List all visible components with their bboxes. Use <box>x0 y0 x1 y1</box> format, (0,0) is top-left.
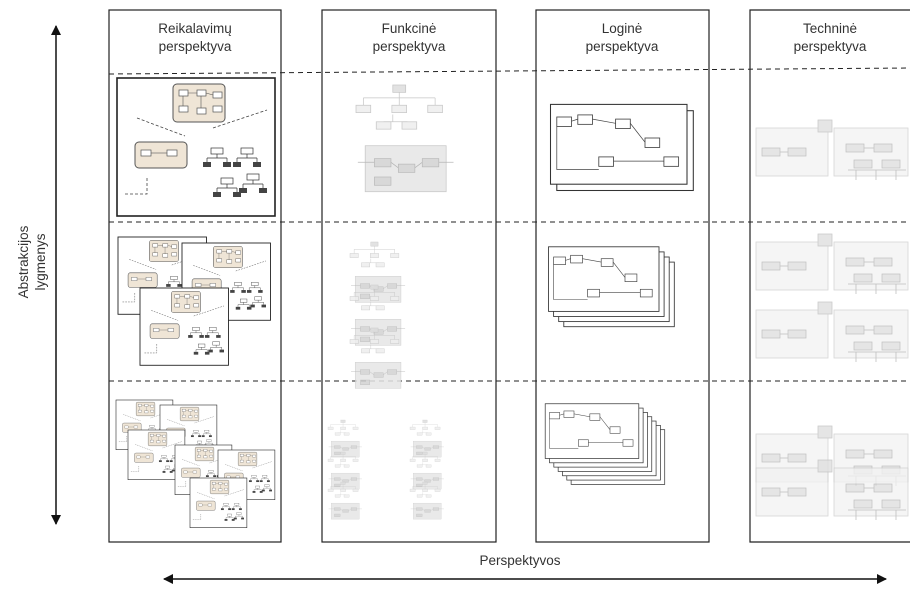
perspective-thumbnails <box>115 77 909 528</box>
functional-thumb-level2-3 <box>349 327 406 389</box>
functional-thumb-level3-5 <box>327 481 362 520</box>
column-title-logical: Loginė perspektyva <box>585 21 659 54</box>
functional-thumb-level3-4 <box>409 451 444 490</box>
functional-thumb-level2-1 <box>349 241 406 303</box>
functional-thumb-level3-1 <box>327 419 362 458</box>
functional-thumb-level3-3 <box>327 451 362 490</box>
column-title-functional: Funkcinė perspektyva <box>372 21 446 54</box>
technical-thumb-level2-b <box>755 301 909 362</box>
requirements-thumb-level1 <box>116 77 276 217</box>
technical-thumb-level2-a <box>755 233 909 294</box>
column-box-functional <box>321 9 497 543</box>
requirements-thumb-level2-c <box>139 287 229 366</box>
logical-thumb-level1 <box>549 103 694 192</box>
column-title-requirements: Reikalavimų perspektyva <box>158 21 232 54</box>
requirements-thumb-level3-6 <box>189 477 248 528</box>
functional-thumb-level3-6 <box>409 481 444 520</box>
functional-thumb-level1 <box>355 84 454 193</box>
y-axis-label: Abstrakcijos lygmenys <box>16 225 48 299</box>
logical-thumb-level3 <box>544 403 666 485</box>
column-box-technical <box>749 9 910 543</box>
functional-thumb-level3-2 <box>409 419 444 458</box>
column-title-technical: Techninė perspektyva <box>793 21 867 54</box>
column-box-logical <box>535 9 710 543</box>
logical-thumb-level2 <box>548 246 675 328</box>
x-axis-label: Perspektyvos <box>479 553 561 568</box>
technical-thumb-level1 <box>755 119 909 180</box>
column-box-requirements <box>108 9 282 543</box>
level-separator-top <box>108 67 910 75</box>
technical-thumb-level3-b <box>755 459 909 520</box>
